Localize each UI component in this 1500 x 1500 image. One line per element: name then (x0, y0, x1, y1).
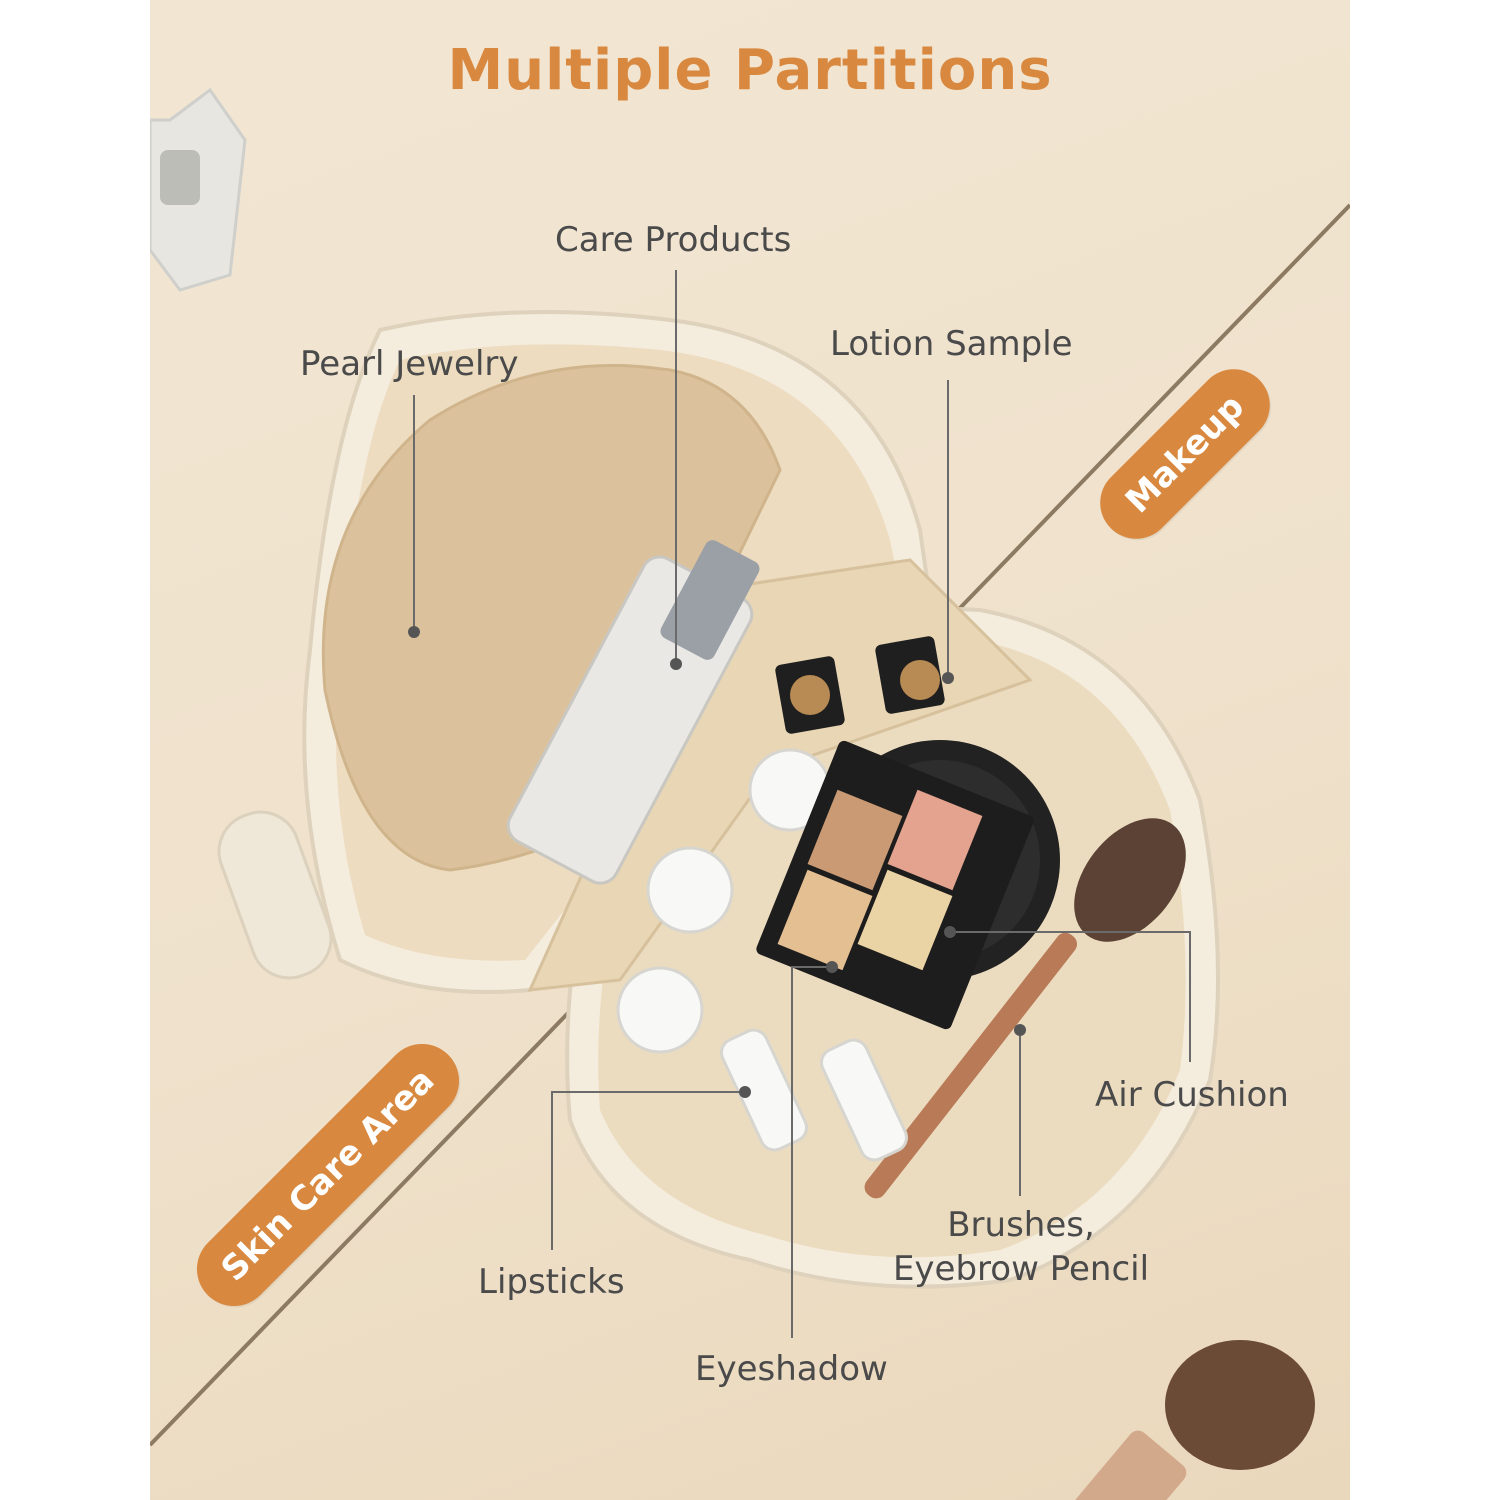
background-illustration (150, 87, 1350, 1500)
care-products-label: Care Products (555, 220, 792, 260)
brushes-eyebrow-pencil-label: Brushes, Eyebrow Pencil (890, 1203, 1152, 1291)
pearl-jewelry-label: Pearl Jewelry (300, 344, 519, 384)
air-cushion-label: Air Cushion (1095, 1075, 1289, 1115)
lipsticks-label: Lipsticks (478, 1262, 625, 1302)
cosmetic-bag (217, 310, 1220, 1289)
brushes-label-line2: Eyebrow Pencil (892, 1249, 1150, 1290)
page-title: Multiple Partitions (447, 38, 1053, 103)
makeup-brush-icon (1063, 1340, 1315, 1500)
brushes-label-line1: Brushes, (947, 1205, 1095, 1245)
photo-scene (150, 0, 1350, 1500)
perfume-bottle-icon (150, 87, 247, 292)
lotion-sample-label: Lotion Sample (830, 324, 1073, 364)
eyeshadow-label: Eyeshadow (695, 1349, 888, 1389)
